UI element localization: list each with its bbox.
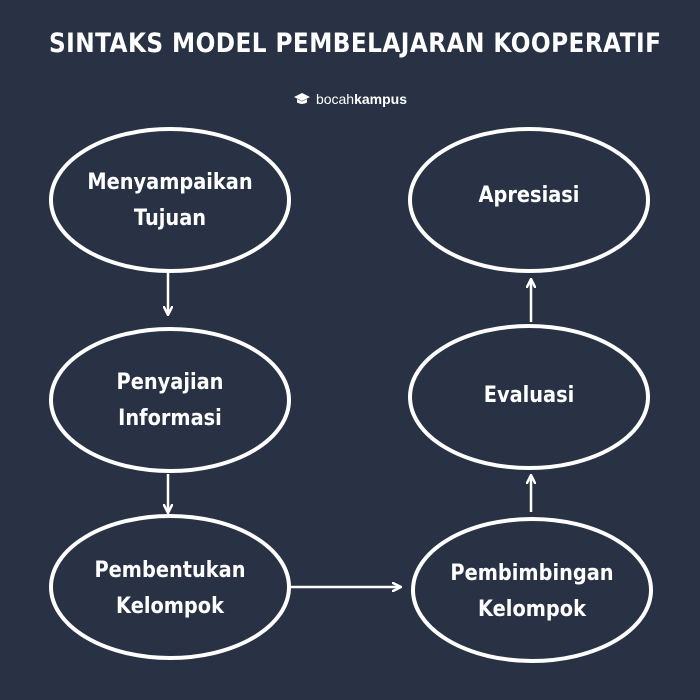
label-penyajian-informasi: Penyajian Informasi	[116, 370, 224, 431]
node-pembentukan-kelompok	[49, 514, 291, 660]
graduation-cap-icon	[293, 92, 311, 106]
node-pembimbingan-kelompok	[411, 517, 653, 663]
label-pembimbingan-kelompok: Pembimbingan Kelompok	[450, 561, 614, 622]
node-evaluasi	[408, 324, 650, 470]
diagram-title: SINTAKS MODEL PEMBELAJARAN KOOPERATIF	[49, 28, 662, 59]
label-pembentukan-kelompok: Pembentukan Kelompok	[94, 558, 246, 619]
node-penyajian-informasi	[49, 327, 291, 473]
label-evaluasi: Evaluasi	[483, 383, 575, 408]
brand-strong: kampus	[354, 91, 408, 107]
brand-prefix: bocah	[315, 91, 355, 107]
label-apresiasi: Apresiasi	[478, 183, 580, 208]
node-apresiasi	[408, 127, 650, 273]
node-menyampaikan-tujuan	[49, 127, 291, 273]
label-menyampaikan-tujuan: Menyampaikan Tujuan	[87, 170, 253, 231]
